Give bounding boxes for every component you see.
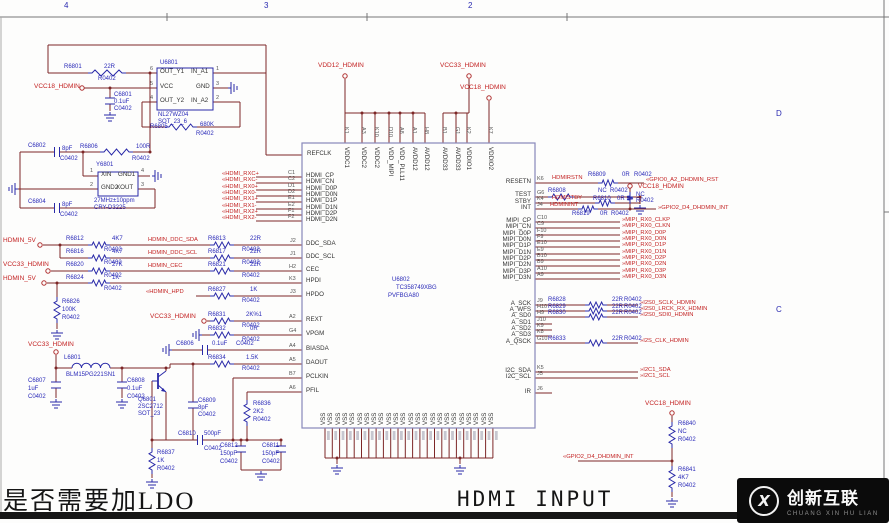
brand-subtitle: CHUANG XIN HU LIAN: [787, 511, 879, 517]
brand-logo-icon: X: [749, 485, 779, 516]
brand-name: 创新互联: [787, 489, 859, 509]
sheet-border-bottom: [0, 512, 889, 519]
brand-logo-letter: X: [758, 491, 770, 510]
sheet-title: HDMI INPUT: [457, 487, 614, 511]
annotation-chinese: 是否需要加LDO: [3, 488, 196, 515]
watermark: X 创新互联 CHUANG XIN HU LIAN: [737, 478, 889, 523]
brand-text: 创新互联 CHUANG XIN HU LIAN: [787, 484, 879, 517]
